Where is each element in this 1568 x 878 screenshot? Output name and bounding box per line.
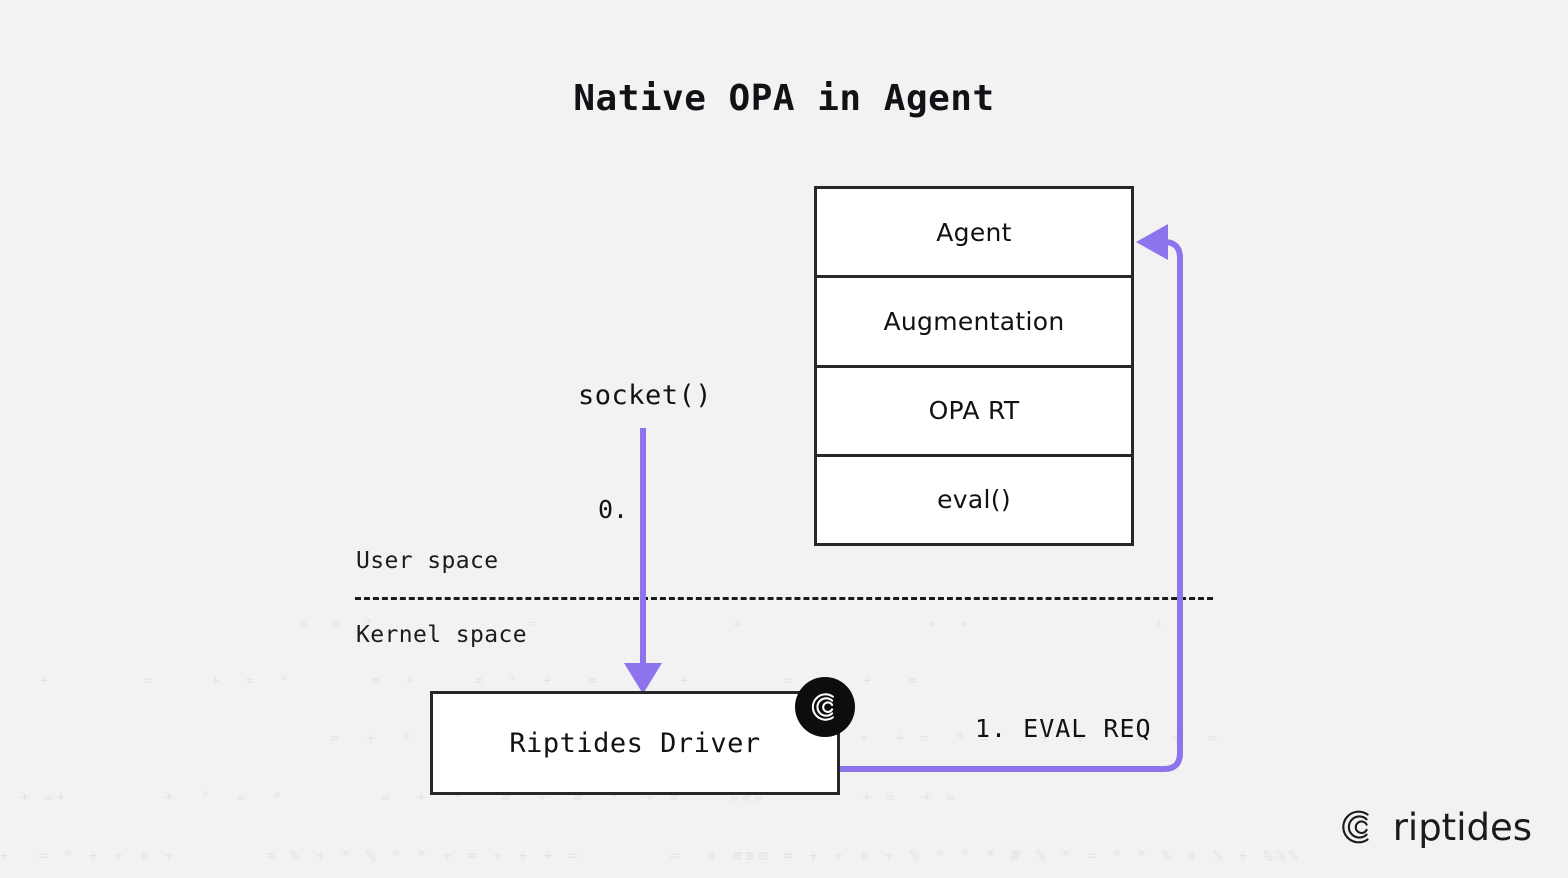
step-1-eval-req-label: 1. EVAL REQ xyxy=(975,714,1152,743)
socket-flow-arrow xyxy=(624,428,662,694)
stack-row-agent: Agent xyxy=(817,189,1131,279)
socket-call-label: socket() xyxy=(578,380,713,411)
space-boundary-divider xyxy=(355,597,1213,600)
user-space-label: User space xyxy=(356,548,499,574)
texture-row: + = * = = + + + xyxy=(300,617,1167,632)
riptides-wordmark-text: riptides xyxy=(1392,805,1532,849)
stack-row-eval: eval() xyxy=(817,456,1131,543)
riptides-spiral-icon xyxy=(795,677,855,737)
kernel-space-label: Kernel space xyxy=(356,622,527,648)
stack-row-augmentation: Augmentation xyxy=(817,278,1131,368)
step-0-label: 0. xyxy=(598,495,629,524)
texture-row: + = * + + + + = % + * % * * + = + + + = … xyxy=(0,845,1302,865)
riptides-spiral-glyph xyxy=(811,693,834,721)
texture-row: + = + = * = + = * + = + = + + = xyxy=(40,672,921,689)
riptides-wordmark: riptides xyxy=(1335,804,1532,850)
riptides-driver-box: Riptides Driver xyxy=(430,691,840,795)
stack-row-opa-rt: OPA RT xyxy=(817,367,1131,457)
riptides-logo-icon xyxy=(1342,810,1369,844)
agent-stack: Agent Augmentation OPA RT eval() xyxy=(814,186,1134,546)
page-title: Native OPA in Agent xyxy=(573,78,995,119)
